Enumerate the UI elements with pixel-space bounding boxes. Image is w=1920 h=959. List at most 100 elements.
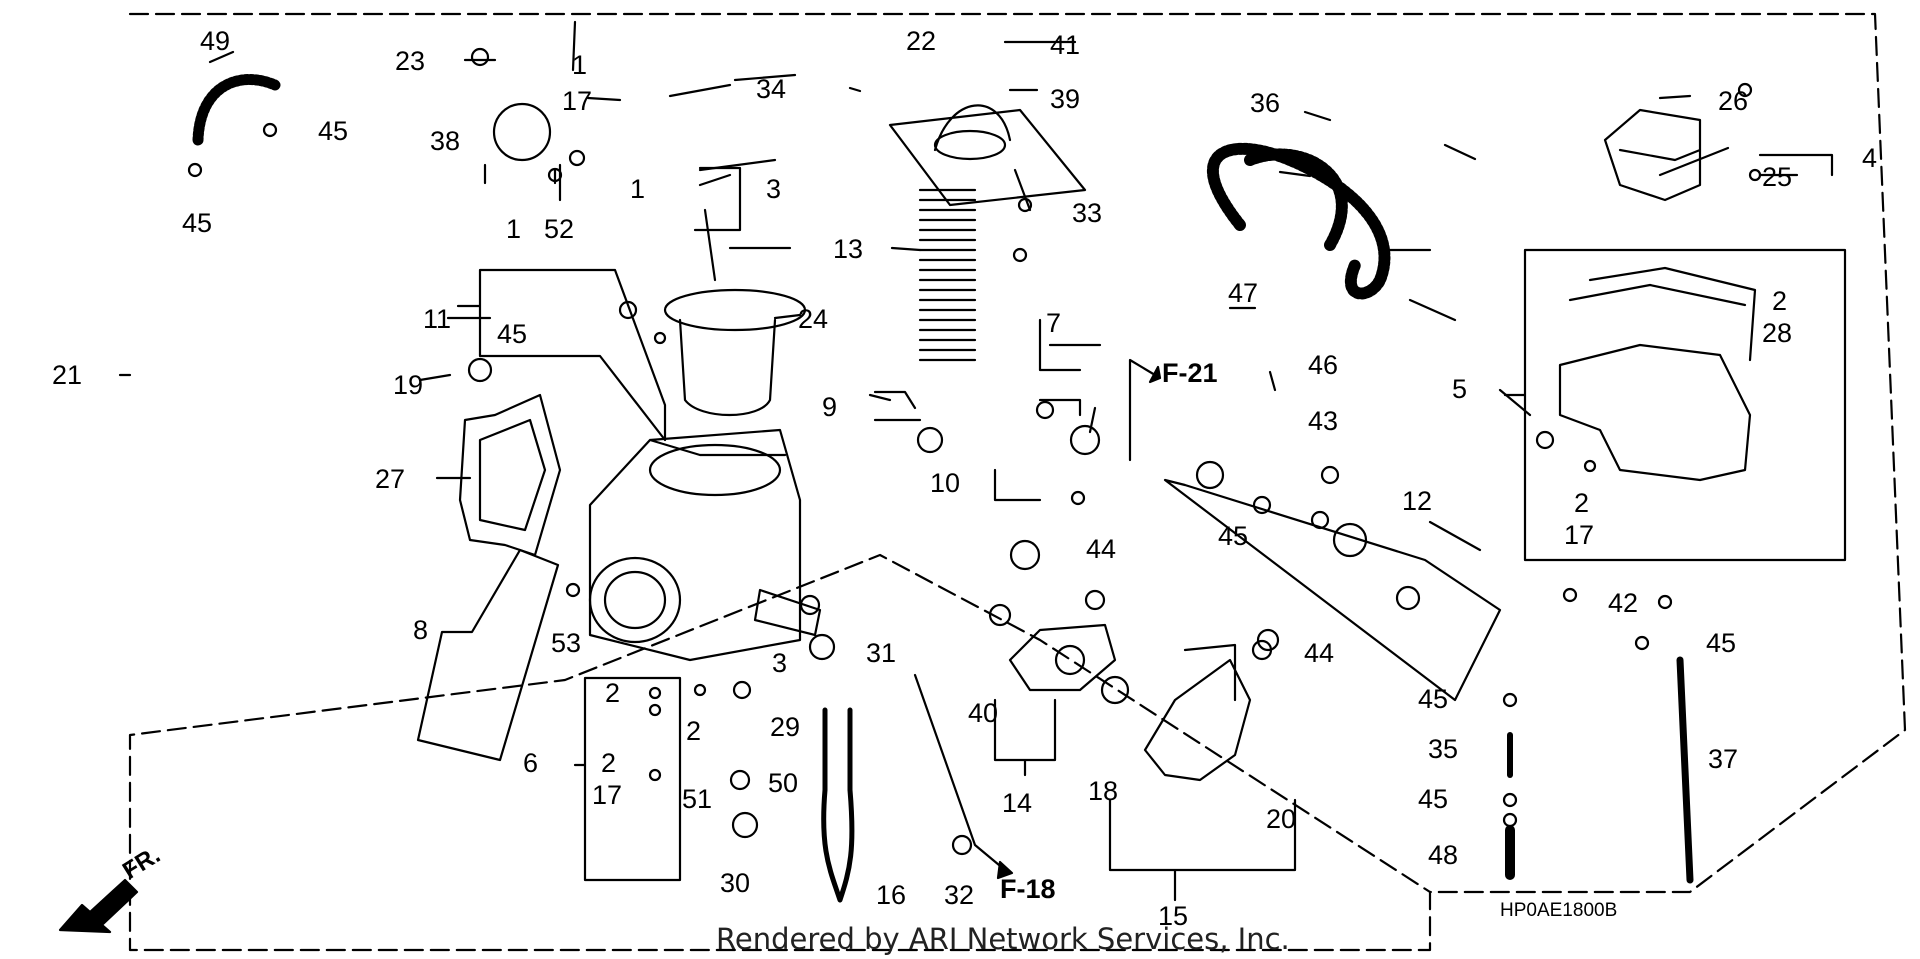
callout-33: 33 — [1072, 198, 1103, 228]
hose-36 — [1206, 142, 1391, 300]
bracket-group-14 — [993, 698, 1057, 777]
callout-34: 34 — [756, 74, 787, 104]
callout-17: 17 — [562, 86, 593, 116]
callout-2-bowl: 2 — [1574, 488, 1590, 518]
bracket-group-9 — [873, 390, 922, 422]
callout-44-lower: 44 — [1304, 638, 1335, 668]
callout-45-group12: 45 — [1218, 521, 1249, 551]
spring-13 — [918, 188, 977, 362]
sensor-15 — [1143, 643, 1252, 782]
bracket-group-6 — [573, 676, 682, 882]
bracket-group-10 — [993, 468, 1042, 502]
diaphragm-24 — [663, 288, 807, 332]
bracket-group-8 — [416, 548, 560, 762]
callout-15: 15 — [1158, 901, 1189, 931]
callout-22: 22 — [906, 26, 937, 56]
callout-45-top: 45 — [318, 116, 349, 146]
callout-1-right: 1 — [630, 174, 646, 204]
callout-47: 47 — [1228, 278, 1259, 308]
callout-8: 8 — [413, 615, 429, 645]
callout-45-left: 45 — [182, 208, 213, 238]
callout-3-top: 3 — [766, 174, 782, 204]
callout-7: 7 — [1046, 308, 1062, 338]
callout-31: 31 — [866, 638, 897, 668]
callout-45-rod: 45 — [1418, 684, 1449, 714]
callout-41: 41 — [1050, 30, 1081, 60]
callout-46: 46 — [1308, 350, 1339, 380]
rod-37 — [1676, 656, 1694, 884]
assembly-boundary — [128, 12, 1907, 952]
callout-19: 19 — [393, 370, 424, 400]
callout-27: 27 — [375, 464, 406, 494]
callout-23: 23 — [395, 46, 426, 76]
top-cover-22-opening — [933, 129, 1007, 161]
diagram-code: HP0AE1800B — [1500, 900, 1618, 921]
bracket-group-11 — [456, 268, 667, 442]
callout-40: 40 — [968, 698, 999, 728]
callout-9: 9 — [822, 392, 838, 422]
callout-24: 24 — [798, 304, 829, 334]
float-bowl-5 — [1558, 266, 1757, 482]
callout-36: 36 — [1250, 88, 1281, 118]
callout-48: 48 — [1428, 840, 1459, 870]
callout-53: 53 — [551, 628, 582, 658]
callout-37: 37 — [1708, 744, 1739, 774]
front-direction-arrow — [58, 878, 139, 934]
callout-28: 28 — [1762, 318, 1793, 348]
carburetor-intake-bore — [588, 556, 682, 644]
callout-10: 10 — [930, 468, 961, 498]
callout-35: 35 — [1428, 734, 1459, 764]
carburetor-body — [588, 428, 802, 662]
bracket-plate-14-hole — [1054, 644, 1086, 676]
callout-16: 16 — [876, 880, 907, 910]
callout-2-group6: 2 — [605, 678, 621, 708]
callout-52: 52 — [544, 214, 575, 244]
jet-needle-3 — [703, 208, 717, 282]
callout-11: 11 — [423, 304, 452, 334]
reference-f21: F-21 — [1162, 358, 1218, 388]
callout-51: 51 — [682, 784, 713, 814]
small-parts — [187, 47, 1762, 856]
wire-harness-16 — [821, 707, 855, 903]
f21-arrow — [1148, 365, 1162, 384]
bracket-group-7 — [1038, 318, 1082, 417]
reference-f18: F-18 — [1000, 874, 1056, 904]
carburetor-top-bore — [648, 443, 782, 497]
callout-1: 1 — [572, 50, 588, 80]
callout-25: 25 — [1762, 162, 1793, 192]
callout-2-upper: 2 — [1772, 286, 1788, 316]
callout-13: 13 — [833, 234, 864, 264]
callout-38: 38 — [430, 126, 461, 156]
callout-39: 39 — [1050, 84, 1081, 114]
f18-arrow — [996, 860, 1014, 880]
callout-43: 43 — [1308, 406, 1339, 436]
leader-lines — [118, 20, 1834, 480]
callout-30: 30 — [720, 868, 751, 898]
callout-17-group6: 17 — [592, 780, 623, 810]
callout-20: 20 — [1266, 804, 1297, 834]
callout-45-right: 45 — [1706, 628, 1737, 658]
callout-12: 12 — [1402, 486, 1433, 516]
callout-26: 26 — [1718, 86, 1749, 116]
callout-14: 14 — [1002, 788, 1033, 818]
callout-4: 4 — [1862, 143, 1878, 173]
render-credit: Rendered by ARI Network Services, Inc. — [716, 922, 1290, 956]
callout-29: 29 — [770, 712, 801, 742]
bracket-group-12 — [1163, 478, 1502, 702]
callout-45-bottom: 45 — [1418, 784, 1449, 814]
carburetor-fitting — [753, 588, 822, 637]
callout-42: 42 — [1608, 588, 1639, 618]
hose-49 — [192, 74, 281, 146]
bracket-group-3 — [693, 166, 742, 232]
bracket-group-5 — [1503, 248, 1847, 562]
f18-reference-line — [913, 673, 1007, 872]
top-cover-22 — [888, 104, 1087, 207]
callout-17-bowl: 17 — [1564, 520, 1595, 550]
callout-45-group11: 45 — [497, 319, 528, 349]
bracket-group-15 — [1108, 798, 1297, 902]
callout-18: 18 — [1088, 776, 1119, 806]
f21-reference-line — [1128, 358, 1157, 462]
callout-50: 50 — [768, 768, 799, 798]
callout-2-mid: 2 — [686, 716, 702, 746]
